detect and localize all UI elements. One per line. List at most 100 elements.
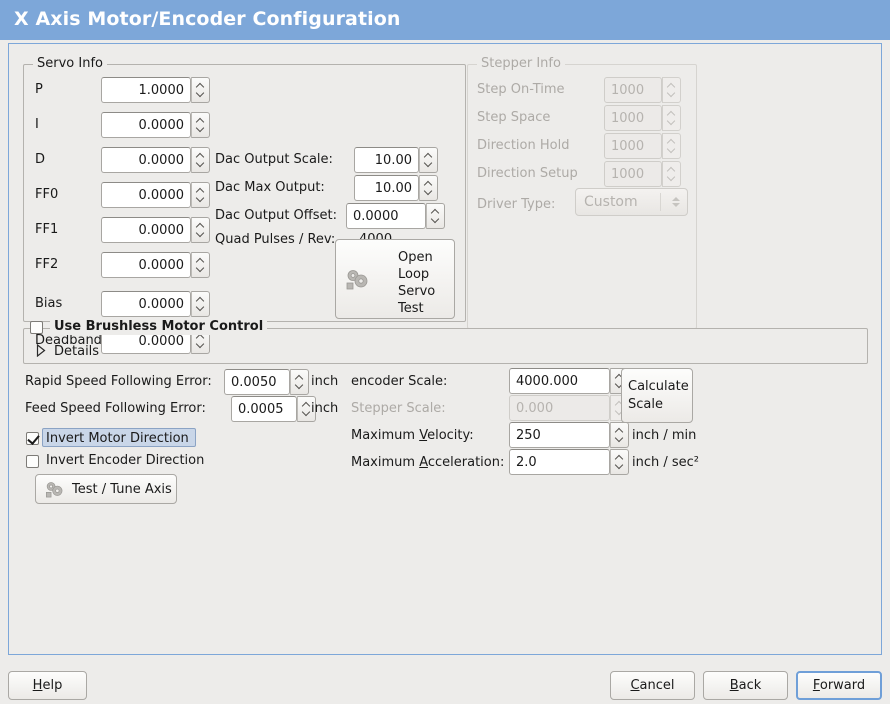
servo-spinner-i[interactable] [191, 112, 210, 138]
step-space-input: 1000 [604, 105, 662, 131]
servo-spinner-ff0[interactable] [191, 182, 210, 208]
invert-motor-direction-label[interactable]: Invert Motor Direction [46, 431, 189, 446]
servo-input-p[interactable]: 1.0000 [101, 77, 191, 103]
servo-input-bias[interactable]: 0.0000 [101, 291, 191, 317]
servo-label-ff2: FF2 [35, 257, 59, 272]
help-button[interactable]: Help [8, 671, 87, 700]
test-tune-axis-button[interactable]: Test / Tune Axis [35, 474, 177, 504]
feed-following-error-label: Feed Speed Following Error: [25, 401, 206, 416]
step-on-time-label: Step On-Time [477, 82, 565, 97]
stepper-scale-label: Stepper Scale: [351, 401, 446, 416]
servo-label-deadband: Deadband [35, 333, 102, 348]
brushless-frame [23, 328, 868, 364]
servo-spinner-p[interactable] [191, 77, 210, 103]
servo-input-ff0[interactable]: 0.0000 [101, 182, 191, 208]
dac-output-offset-input[interactable]: 0.0000 [346, 203, 426, 229]
page-title: X Axis Motor/Encoder Configuration [14, 8, 401, 30]
servo-spinner-d[interactable] [191, 147, 210, 173]
cancel-button[interactable]: Cancel [610, 671, 695, 700]
max-velocity-input[interactable]: 250 [509, 422, 610, 448]
max-velocity-spinner[interactable] [610, 422, 629, 448]
dac-max-output-input[interactable]: 10.00 [354, 175, 419, 201]
invert-encoder-direction-label[interactable]: Invert Encoder Direction [46, 453, 205, 468]
details-label[interactable]: Details [54, 344, 100, 359]
quad-pulses-label: Quad Pulses / Rev: [215, 232, 336, 247]
servo-label-i: I [35, 117, 39, 132]
max-velocity-unit: inch / min [632, 428, 697, 443]
dac-output-offset-label: Dac Output Offset: [215, 208, 337, 223]
servo-label-bias: Bias [35, 296, 63, 311]
feed-following-error-unit: inch [311, 401, 339, 416]
dac-output-scale-spinner[interactable] [419, 147, 438, 173]
invert-motor-direction-checkbox[interactable] [26, 432, 39, 445]
calculate-scale-line1: Calculate [628, 378, 689, 394]
forward-button-label: Forward [812, 678, 866, 693]
max-velocity-label: Maximum Velocity: [351, 428, 474, 443]
direction-setup-label: Direction Setup [477, 166, 578, 181]
rapid-following-error-spinner[interactable] [290, 369, 309, 395]
combo-separator [660, 193, 661, 211]
direction-setup-input: 1000 [604, 161, 662, 187]
driver-type-combo[interactable]: Custom [575, 188, 688, 216]
stepper-scale-input: 0.000 [509, 395, 610, 421]
max-acceleration-input[interactable]: 2.0 [509, 449, 610, 475]
rapid-following-error-input[interactable]: 0.0050 [224, 369, 290, 395]
servo-label-d: D [35, 152, 46, 167]
help-button-label: Help [32, 678, 63, 693]
rapid-following-error-unit: inch [311, 374, 339, 389]
open-loop-servo-test-button[interactable]: Open Loop Servo Test [335, 239, 455, 319]
dac-output-offset-spinner[interactable] [426, 203, 445, 229]
gears-icon [344, 268, 372, 296]
servo-input-ff2[interactable]: 0.0000 [101, 252, 191, 278]
servo-input-d[interactable]: 0.0000 [101, 147, 191, 173]
use-brushless-label: Use Brushless Motor Control [50, 319, 268, 335]
calculate-scale-button[interactable]: Calculate Scale [621, 368, 693, 423]
feed-following-error-input[interactable]: 0.0005 [231, 396, 297, 422]
content-panel: Servo Info P I D FF0 FF1 FF2 Bias Deadba… [8, 43, 882, 655]
direction-hold-label: Direction Hold [477, 138, 570, 153]
use-brushless-checkbox[interactable] [30, 321, 43, 334]
servo-label-ff1: FF1 [35, 222, 59, 237]
direction-hold-spinner [662, 133, 681, 159]
servo-spinner-ff2[interactable] [191, 252, 210, 278]
servo-label-p: P [35, 82, 43, 97]
open-loop-servo-test-label: Open Loop Servo Test [398, 250, 436, 316]
stepper-info-frame: Stepper Info [467, 56, 697, 329]
step-on-time-input: 1000 [604, 77, 662, 103]
servo-label-ff0: FF0 [35, 187, 59, 202]
step-on-time-spinner [662, 77, 681, 103]
servo-spinner-ff1[interactable] [191, 217, 210, 243]
servo-input-ff1[interactable]: 0.0000 [101, 217, 191, 243]
dac-max-output-spinner[interactable] [419, 175, 438, 201]
driver-type-label: Driver Type: [477, 197, 556, 212]
invert-motor-direction-focus-ring [42, 428, 196, 447]
dac-output-scale-label: Dac Output Scale: [215, 152, 333, 167]
cancel-button-label: Cancel [630, 678, 675, 693]
direction-hold-input: 1000 [604, 133, 662, 159]
encoder-scale-input[interactable]: 4000.000 [509, 368, 610, 394]
encoder-scale-label: encoder Scale: [351, 374, 448, 389]
back-button-label: Back [729, 678, 762, 693]
chevron-updown-icon [672, 197, 680, 207]
feed-following-error-spinner[interactable] [297, 396, 316, 422]
servo-info-legend: Servo Info [33, 56, 107, 71]
stepper-info-legend: Stepper Info [477, 56, 565, 71]
back-button[interactable]: Back [703, 671, 788, 700]
rapid-following-error-label: Rapid Speed Following Error: [25, 374, 212, 389]
forward-button[interactable]: Forward [796, 671, 882, 700]
servo-spinner-bias[interactable] [191, 291, 210, 317]
test-tune-axis-label: Test / Tune Axis [72, 481, 172, 497]
calculate-scale-line2: Scale [628, 396, 663, 412]
dac-output-scale-input[interactable]: 10.00 [354, 147, 419, 173]
invert-encoder-direction-checkbox[interactable] [26, 455, 39, 468]
driver-type-value: Custom [584, 194, 638, 210]
dialog-footer: Help Cancel Back Forward [0, 656, 890, 704]
max-acceleration-label: Maximum Acceleration: [351, 455, 505, 470]
max-acceleration-spinner[interactable] [610, 449, 629, 475]
servo-input-i[interactable]: 0.0000 [101, 112, 191, 138]
details-expander-icon[interactable] [36, 344, 46, 357]
max-acceleration-unit: inch / sec² [632, 455, 700, 470]
direction-setup-spinner [662, 161, 681, 187]
dac-max-output-label: Dac Max Output: [215, 180, 325, 195]
step-space-spinner [662, 105, 681, 131]
